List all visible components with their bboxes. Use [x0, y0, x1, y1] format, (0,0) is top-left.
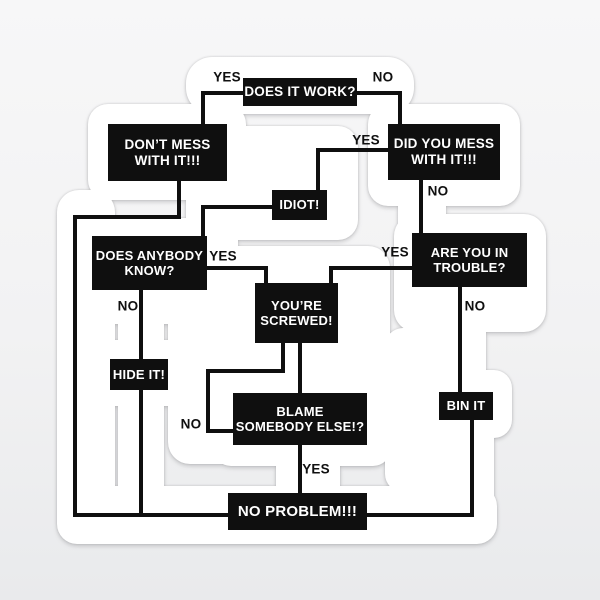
edge-label-yes: YES	[381, 244, 409, 260]
node-label: WITH IT!!!	[134, 152, 201, 168]
edge-label-no: NO	[464, 298, 486, 314]
node-are-you-in-trouble: ARE YOU IN TROUBLE?	[412, 233, 527, 287]
edge-blame-no-loop	[281, 343, 285, 373]
node-label: KNOW?	[124, 263, 175, 278]
node-label: WITH IT!!!	[411, 152, 477, 167]
edge-trouble-no	[458, 287, 462, 392]
edge-does-anybody-no	[139, 290, 143, 359]
edge-idiot-out	[201, 205, 205, 236]
node-label: TROUBLE?	[433, 260, 506, 275]
edge-idiot-out	[201, 205, 272, 209]
node-does-anybody-know: DOES ANYBODY KNOW?	[92, 236, 207, 290]
node-label: DOES IT WORK?	[244, 84, 356, 100]
edge-trouble-yes	[329, 266, 333, 283]
edge-does-it-work-yes	[201, 91, 205, 124]
node-label: BIN IT	[446, 398, 486, 414]
edge-did-you-mess-yes	[316, 148, 320, 190]
node-label: DOES ANYBODY	[95, 247, 204, 263]
edge-bottom-left-line	[73, 513, 228, 517]
edge-screwed-to-blame	[298, 343, 302, 393]
edge-dont-mess-out	[177, 181, 181, 219]
edge-blame-no-loop	[206, 429, 233, 433]
edge-bin-it-out	[470, 420, 474, 517]
sticker-blob	[276, 438, 340, 500]
node-label: ARE YOU IN	[430, 244, 509, 260]
edge-label-yes: YES	[209, 248, 237, 264]
edge-label-yes: YES	[302, 461, 330, 477]
node-label: DID YOU MESS	[393, 136, 495, 152]
node-does-it-work: DOES IT WORK?	[243, 78, 357, 106]
node-label: HIDE IT!	[112, 366, 166, 382]
edge-did-you-mess-no	[419, 180, 423, 233]
edge-label-yes: YES	[213, 69, 241, 85]
node-did-you-mess-with-it: DID YOU MESS WITH IT!!!	[388, 124, 500, 180]
edge-blame-no-loop	[206, 369, 210, 433]
edge-does-anybody-yes	[207, 266, 268, 270]
edge-blame-no-loop	[206, 369, 285, 373]
node-label: DON’T MESS	[124, 136, 211, 152]
node-youre-screwed: YOU’RE SCREWED!	[255, 283, 338, 343]
edge-label-no: NO	[427, 183, 449, 199]
node-blame-somebody-else: BLAME SOMEBODY ELSE!?	[233, 393, 367, 445]
node-idiot: IDIOT!	[272, 190, 327, 220]
edge-does-anybody-yes	[264, 266, 268, 283]
node-dont-mess-with-it: DON’T MESS WITH IT!!!	[108, 124, 227, 181]
edge-hide-it-out	[139, 390, 143, 513]
edge-does-it-work-no	[398, 91, 402, 124]
edge-left-long-line	[73, 215, 77, 517]
edge-did-you-mess-yes	[316, 148, 388, 152]
node-label: BLAME	[276, 403, 324, 419]
node-label: SCREWED!	[260, 313, 333, 328]
node-label: IDIOT!	[279, 197, 320, 213]
node-no-problem: NO PROBLEM!!!	[228, 493, 367, 530]
edge-trouble-yes	[329, 266, 412, 270]
edge-label-no: NO	[180, 416, 202, 432]
node-label: NO PROBLEM!!!	[237, 502, 358, 520]
node-bin-it: BIN IT	[439, 392, 493, 420]
edge-label-no: NO	[372, 69, 394, 85]
edge-does-it-work-no	[357, 91, 402, 95]
node-label: YOU’RE	[270, 297, 323, 313]
edge-bottom-right-line	[367, 513, 474, 517]
node-label: SOMEBODY ELSE!?	[235, 419, 365, 434]
edge-label-yes: YES	[352, 132, 380, 148]
edge-dont-mess-out	[73, 215, 181, 219]
edge-blame-yes	[298, 445, 302, 493]
edge-does-it-work-yes	[201, 91, 243, 95]
node-hide-it: HIDE IT!	[110, 359, 168, 390]
edge-label-no: NO	[117, 298, 139, 314]
